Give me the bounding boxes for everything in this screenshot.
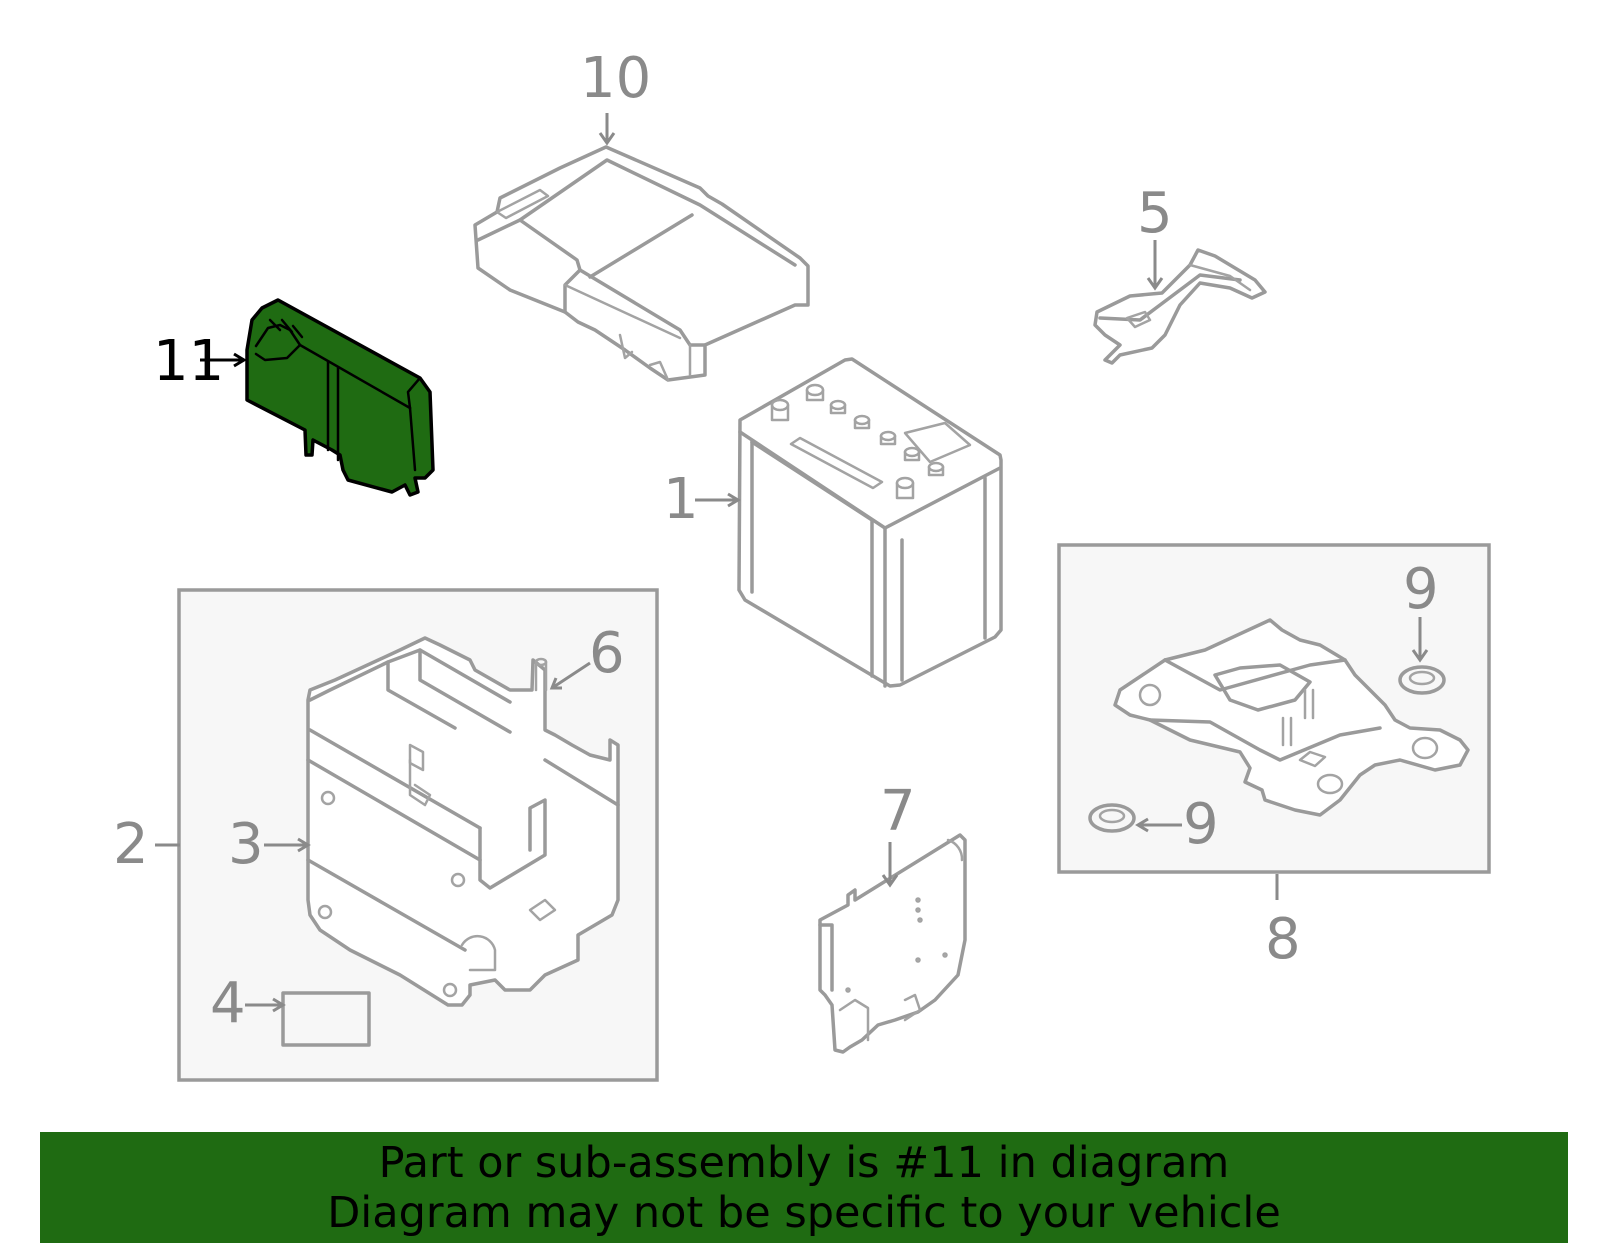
part-5-hold-down[interactable] [1093,248,1267,365]
callout-5: 5 [1137,181,1173,246]
part-4-label[interactable] [281,991,371,1047]
part-3-battery-tray[interactable] [306,636,620,1007]
part-6-stud[interactable] [534,657,548,692]
callout-1: 1 [663,467,699,532]
info-banner: Part or sub-assembly is #11 in diagram D… [40,1132,1568,1243]
callout-3: 3 [228,812,264,877]
part-9-grommet-top[interactable] [1398,665,1446,695]
callout-9-bottom: 9 [1183,792,1219,857]
leader-lines [155,113,1429,1013]
part-7-plate[interactable] [818,833,967,1054]
part-10-battery-cover[interactable] [473,145,810,382]
banner-line-2: Diagram may not be specific to your vehi… [327,1188,1281,1238]
banner-line-1: Part or sub-assembly is #11 in diagram [378,1138,1230,1188]
callout-4: 4 [210,971,246,1036]
callout-2: 2 [113,812,149,877]
callout-8: 8 [1265,907,1301,972]
callout-9-top: 9 [1403,557,1439,622]
part-9-grommet-bottom[interactable] [1088,803,1136,833]
callout-6: 6 [589,621,625,686]
callout-7: 7 [880,779,916,844]
part-8-bracket[interactable] [1113,618,1470,817]
callout-10: 10 [580,46,651,111]
callout-11: 11 [153,329,224,394]
callouts: 10 5 11 1 6 9 2 3 7 9 8 4 [113,46,1439,1036]
part-11-highlighted[interactable] [245,298,435,497]
part-1-battery[interactable] [737,357,1003,688]
